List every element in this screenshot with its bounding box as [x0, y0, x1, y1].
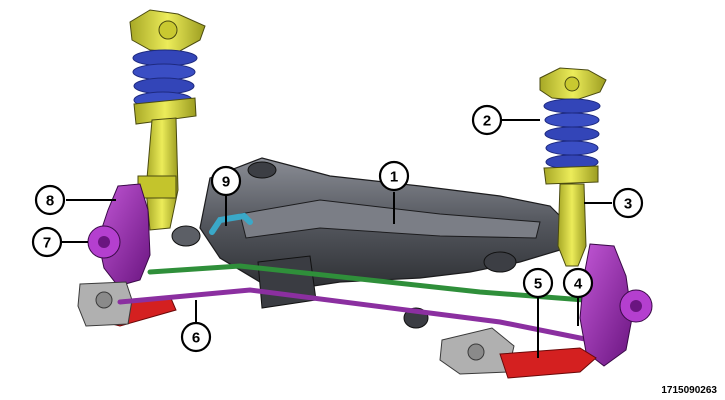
callout-1: 1 [378, 160, 410, 192]
callout-5-label: 5 [534, 276, 542, 293]
purple-lateral-link [117, 287, 593, 343]
callout-8-label: 8 [46, 193, 54, 210]
callout-7-label: 7 [43, 235, 51, 252]
green-lateral-link [147, 263, 613, 305]
figure-id: 1715090263 [661, 385, 717, 396]
right-strut-assembly [539, 67, 607, 267]
stabilizer-link [209, 212, 253, 235]
crossmember [171, 157, 567, 329]
right-coil-spring [543, 98, 601, 170]
callout-9-label: 9 [222, 174, 230, 191]
callout-9: 9 [210, 165, 242, 197]
left-coil-spring [132, 49, 198, 109]
leader-lines [62, 119, 612, 358]
callout-4-label: 4 [574, 276, 583, 293]
callout-6-label: 6 [192, 330, 200, 347]
right-lower-arm [499, 347, 597, 379]
callout-5: 5 [522, 267, 554, 299]
right-strut-body [557, 183, 587, 267]
callout-2-label: 2 [483, 113, 491, 130]
callout-1-label: 1 [390, 169, 398, 186]
callout-4: 4 [562, 267, 594, 299]
callout-3: 3 [612, 187, 644, 219]
callout-2: 2 [471, 104, 503, 136]
right-steering-knuckle [579, 243, 653, 367]
callout-3-label: 3 [624, 196, 632, 213]
callout-7: 7 [31, 226, 63, 258]
left-strut-body [145, 117, 179, 231]
callout-8: 8 [34, 184, 66, 216]
callout-6: 6 [180, 321, 212, 353]
left-strut-assembly [129, 9, 206, 231]
